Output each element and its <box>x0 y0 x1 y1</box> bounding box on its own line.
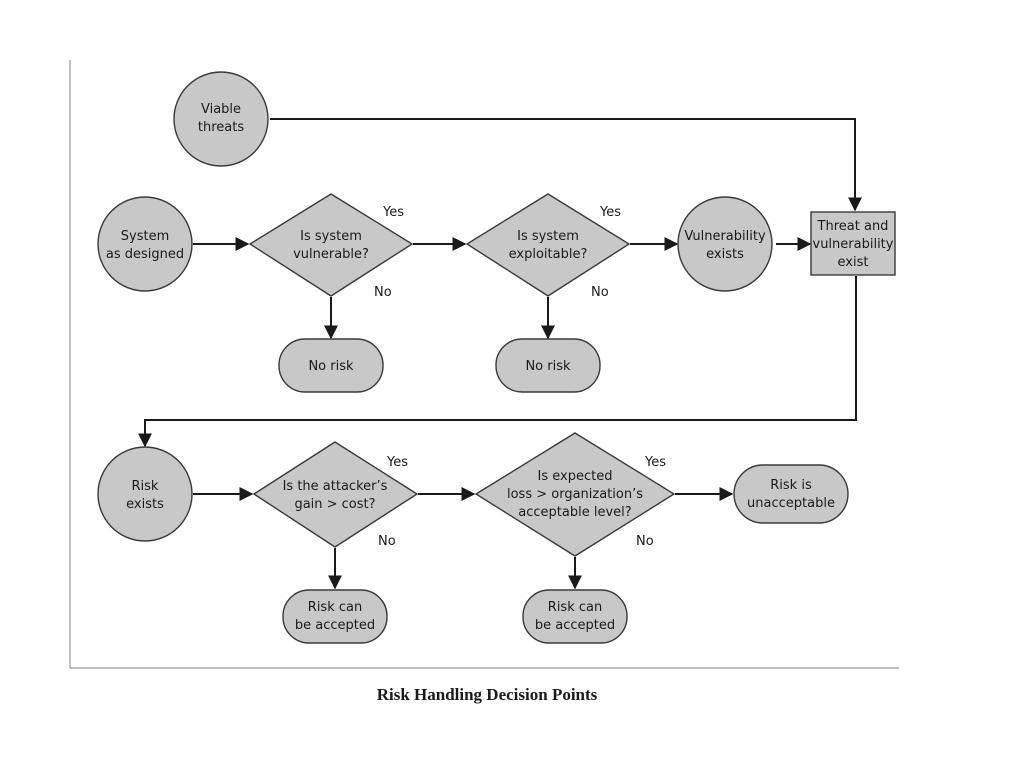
node-risk-can-be-accepted-2: Risk can be accepted <box>522 589 628 644</box>
node-viable-threats: Viable threats <box>173 71 269 167</box>
node-expected-loss-gt-acceptable-line-1: Is expected <box>538 469 613 484</box>
edge-labels: Yes No Yes No Yes No Yes No <box>374 205 666 549</box>
node-threat-and-vulnerability-exist-line-2: vulnerability <box>813 237 894 252</box>
node-threat-and-vulnerability-exist-line-3: exist <box>838 255 869 270</box>
edges <box>138 118 862 590</box>
node-is-system-vulnerable-line-1: Is system <box>300 229 362 244</box>
edge-label-exploitable-no: No <box>591 285 609 300</box>
node-risk-exists-line-2: exists <box>126 497 164 512</box>
node-attacker-gain-gt-cost-line-2: gain > cost? <box>294 497 375 512</box>
edge-threat-to-risk-exists <box>138 276 857 448</box>
node-expected-loss-gt-acceptable: Is expected loss > organization’s accept… <box>474 432 676 557</box>
node-risk-is-unacceptable: Risk is unacceptable <box>733 464 849 524</box>
node-risk-exists: Risk exists <box>97 446 193 542</box>
edge-label-gain-cost-no: No <box>378 534 396 549</box>
node-is-system-vulnerable-line-2: vulnerable? <box>293 247 369 262</box>
edge-label-gain-cost-yes: Yes <box>386 455 408 470</box>
node-risk-can-be-accepted-1-line-2: be accepted <box>295 618 375 633</box>
node-system-as-designed-line-2: as designed <box>106 247 184 262</box>
node-risk-can-be-accepted-2-line-1: Risk can <box>548 600 602 615</box>
node-viable-threats-line-2: threats <box>198 120 244 135</box>
node-risk-can-be-accepted-2-line-2: be accepted <box>535 618 615 633</box>
node-risk-is-unacceptable-line-1: Risk is <box>770 478 812 493</box>
edge-label-vulnerable-no: No <box>374 285 392 300</box>
node-viable-threats-line-1: Viable <box>201 102 241 117</box>
node-is-system-exploitable: Is system exploitable? <box>465 193 631 297</box>
node-vulnerability-exists-line-1: Vulnerability <box>684 229 766 244</box>
node-is-system-vulnerable: Is system vulnerable? <box>248 193 414 297</box>
node-expected-loss-gt-acceptable-line-2: loss > organization’s <box>507 487 643 502</box>
diagram-caption: Risk Handling Decision Points <box>377 685 598 704</box>
node-risk-can-be-accepted-1-line-1: Risk can <box>308 600 362 615</box>
node-attacker-gain-gt-cost-line-1: Is the attacker’s <box>283 479 388 494</box>
edge-label-exploitable-yes: Yes <box>599 205 621 220</box>
node-threat-and-vulnerability-exist-line-1: Threat and <box>817 219 889 234</box>
node-is-system-exploitable-line-1: Is system <box>517 229 579 244</box>
node-risk-is-unacceptable-line-2: unacceptable <box>747 496 835 511</box>
edge-label-vulnerable-yes: Yes <box>382 205 404 220</box>
node-no-risk-1: No risk <box>278 338 384 393</box>
edge-label-expected-loss-no: No <box>636 534 654 549</box>
node-no-risk-1-line-1: No risk <box>308 359 354 374</box>
node-risk-exists-line-1: Risk <box>132 479 159 494</box>
node-expected-loss-gt-acceptable-line-3: acceptable level? <box>518 505 631 520</box>
node-attacker-gain-gt-cost: Is the attacker’s gain > cost? <box>252 441 419 548</box>
node-system-as-designed: System as designed <box>97 196 193 292</box>
node-vulnerability-exists-line-2: exists <box>706 247 744 262</box>
node-system-as-designed-line-1: System <box>121 229 169 244</box>
node-is-system-exploitable-line-2: exploitable? <box>509 247 588 262</box>
edge-label-expected-loss-yes: Yes <box>644 455 666 470</box>
node-risk-can-be-accepted-1: Risk can be accepted <box>282 589 388 644</box>
node-vulnerability-exists: Vulnerability exists <box>677 196 773 292</box>
node-no-risk-2-line-1: No risk <box>525 359 571 374</box>
edge-viable-threats-to-threat-and-vulnerability <box>270 118 862 212</box>
node-threat-and-vulnerability-exist: Threat and vulnerability exist <box>810 211 896 276</box>
node-no-risk-2: No risk <box>495 338 601 393</box>
